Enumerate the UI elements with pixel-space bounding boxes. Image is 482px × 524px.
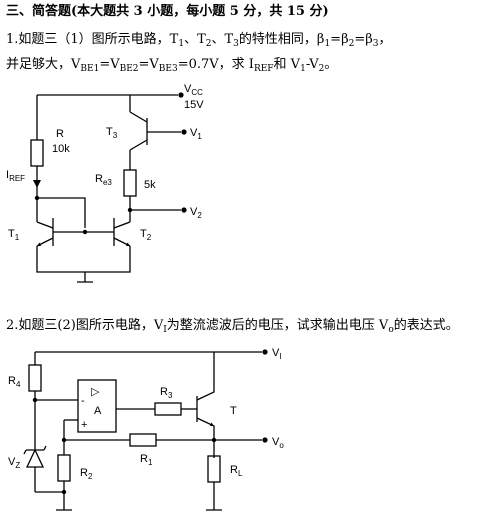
resistor-re3 — [123, 169, 137, 197]
svg-text:R3: R3 — [160, 386, 173, 400]
svg-text:V2: V2 — [190, 206, 202, 220]
opamp-minus: - — [81, 395, 85, 407]
svg-text:T3: T3 — [106, 126, 118, 140]
svg-text:R1: R1 — [140, 453, 153, 467]
svg-text:IREF: IREF — [6, 169, 25, 183]
svg-text:T2: T2 — [140, 228, 152, 242]
resistor-r4 — [28, 364, 42, 392]
svg-text:VCC: VCC — [184, 83, 203, 97]
q1-line2: 并足够大，VBE1=VBE2=VBE3=0.7V，求 IREF和 V1-V2。 — [6, 57, 338, 74]
opamp-label: A — [94, 405, 102, 417]
svg-text:RL: RL — [230, 464, 243, 478]
svg-text:VZ: VZ — [8, 456, 20, 470]
resistor-rl — [207, 455, 221, 483]
figure-1-circuit — [30, 92, 187, 283]
figure-2-circuit — [23, 349, 268, 511]
zener-diode — [25, 448, 45, 468]
resistor-r3 — [154, 402, 182, 416]
r-label: R — [56, 128, 64, 140]
svg-text:VI: VI — [272, 347, 282, 361]
svg-text:Re3: Re3 — [95, 173, 112, 187]
resistor-r2 — [57, 454, 71, 482]
svg-text:R4: R4 — [8, 375, 21, 389]
q1-line1: 1.如题三（1）图所示电路，T1、T2、T3的特性相同，β1=β2=β3， — [6, 32, 392, 49]
svg-text:T1: T1 — [8, 228, 20, 242]
svg-text:V1: V1 — [190, 127, 202, 141]
r5k-label: 5k — [144, 179, 156, 191]
q2-line: 2.如题三(2)图所示电路，VI为整流滤波后的电压，试求输出电压 Vo的表达式。 — [6, 318, 459, 335]
resistor-r1 — [129, 433, 157, 447]
opamp-triangle: ▷ — [91, 386, 100, 398]
opamp-plus: + — [81, 419, 87, 431]
svg-text:R2: R2 — [80, 467, 93, 481]
svg-text:Vo: Vo — [272, 436, 284, 450]
vcc-value: 15V — [184, 99, 204, 111]
iref-arrow — [33, 180, 41, 188]
opamp-box — [77, 379, 117, 433]
t-label: T — [230, 405, 237, 417]
section-heading: 三、简答题(本大题共 3 小题，每小题 5 分，共 15 分) — [6, 4, 329, 19]
resistor-r — [30, 139, 44, 167]
r-value: 10k — [52, 143, 70, 155]
